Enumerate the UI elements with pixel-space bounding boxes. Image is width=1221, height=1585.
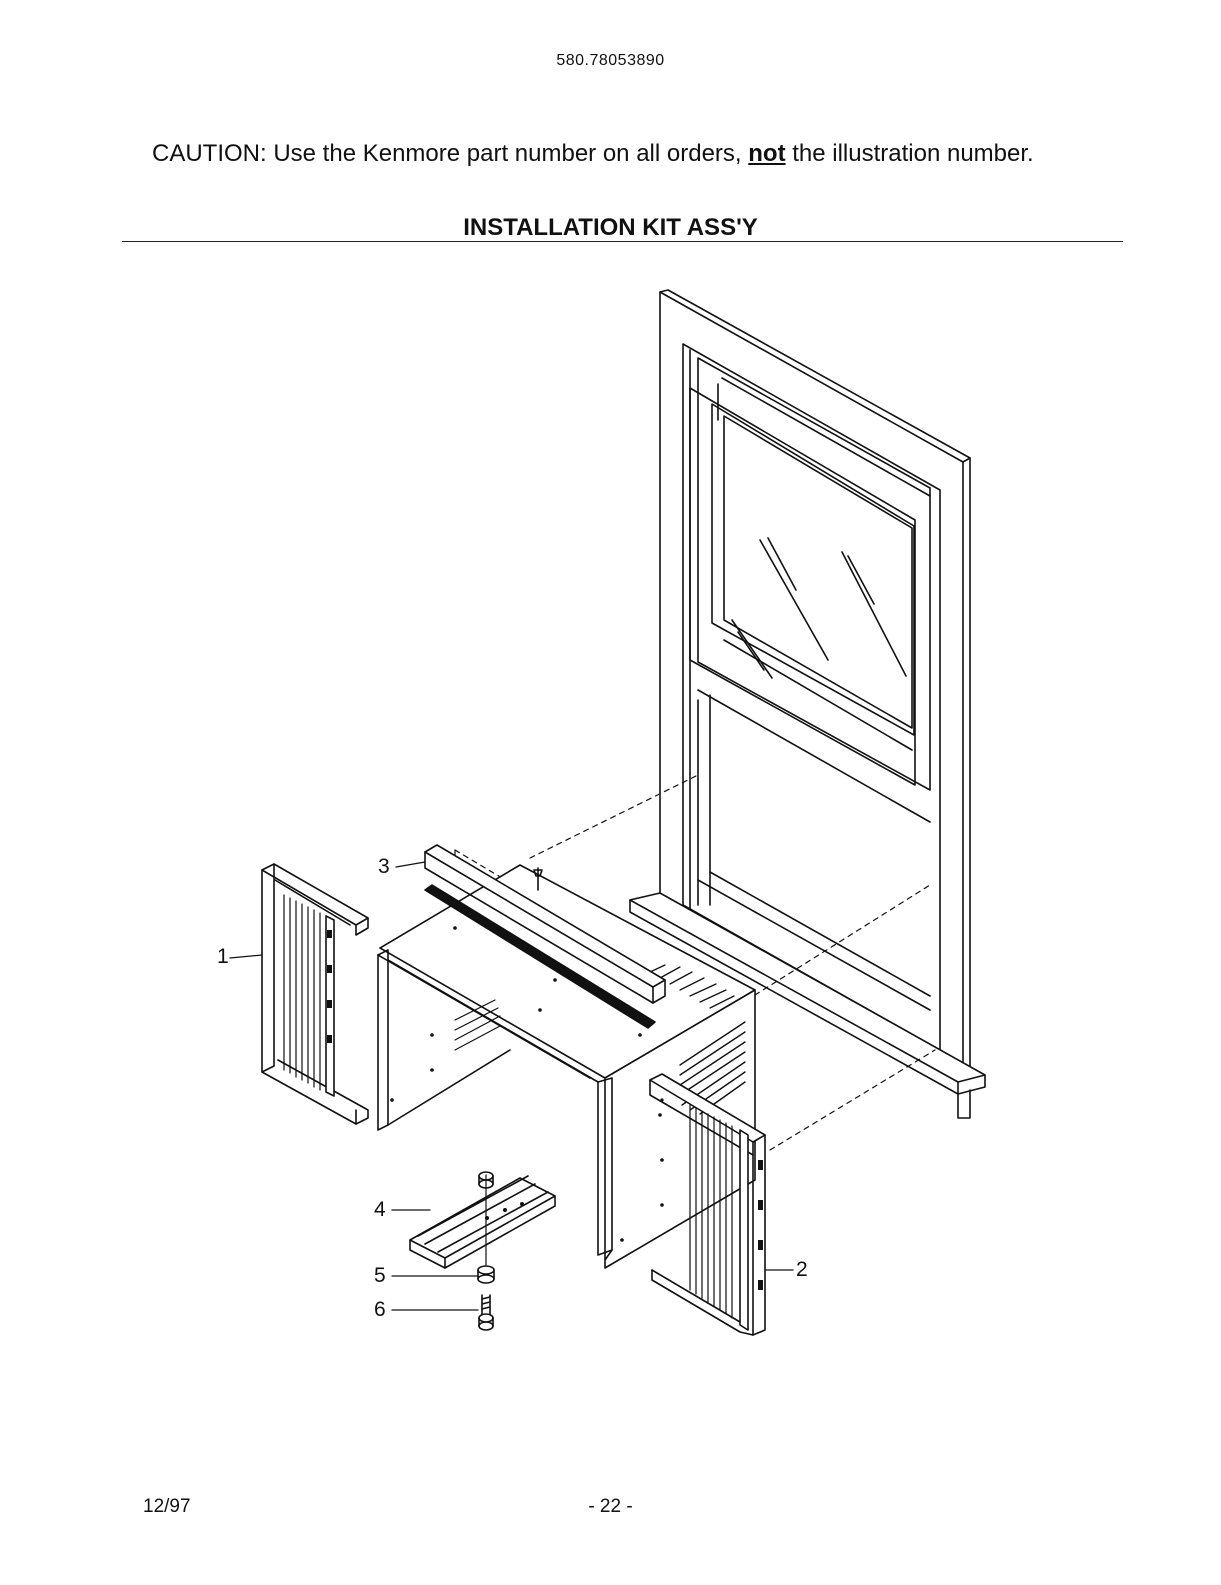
callout-5: 5 [374, 1265, 386, 1286]
callout-3: 3 [378, 856, 390, 877]
callout-2: 2 [796, 1259, 808, 1280]
callout-4: 4 [374, 1199, 386, 1220]
callout-6: 6 [374, 1299, 386, 1320]
page-number: - 22 - [0, 1496, 1221, 1518]
callout-1: 1 [217, 946, 229, 967]
left-curtain-illustration [262, 864, 368, 1124]
support-bracket-illustration [410, 1176, 555, 1268]
